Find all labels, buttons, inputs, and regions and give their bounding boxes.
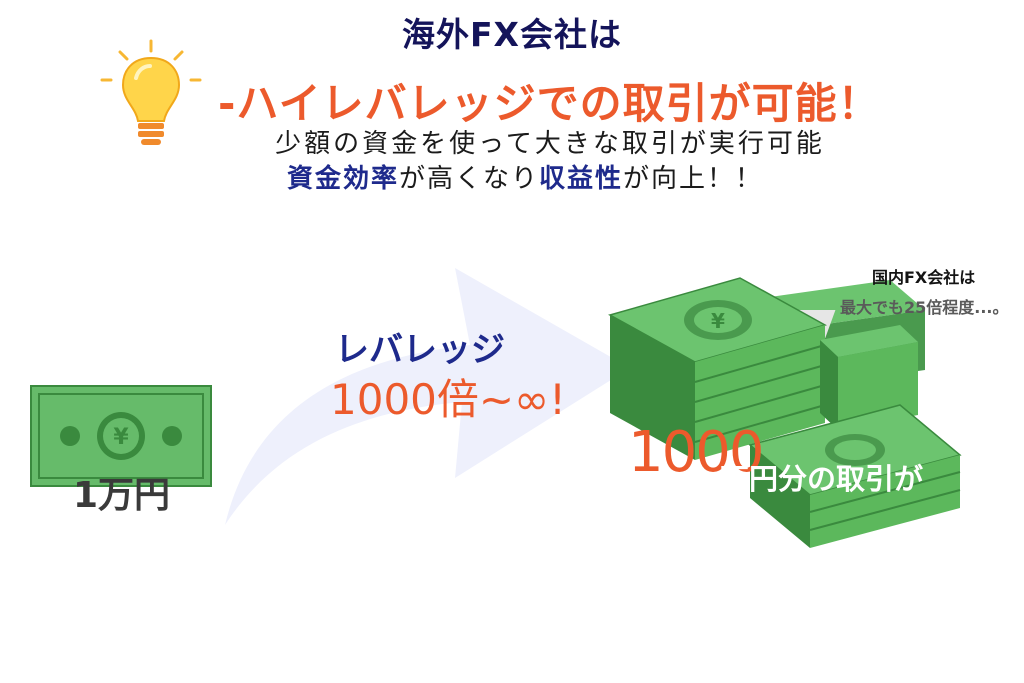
result-text: 万円分の取引が [720, 462, 924, 496]
leverage-value: 1000倍~∞! [330, 375, 566, 424]
leverage-label: レバレッジ [335, 330, 505, 370]
subtitle-text: が高くなり [398, 164, 539, 194]
domestic-note-line-2: 最大でも25倍程度...。 [840, 298, 1009, 317]
yen-symbol: ¥ [113, 425, 129, 450]
money-stack-main: ¥ [608, 277, 827, 460]
page-title: 海外FX会社は [402, 15, 622, 54]
subtitle-text: が向上！！ [623, 164, 764, 194]
domestic-note-line-1: 国内FX会社は [872, 268, 976, 287]
yen-banknote-icon: ¥ [30, 385, 212, 487]
subtitle-line-1: 少額の資金を使って大きな取引が実行可能 [275, 129, 825, 159]
money-stack-icon: ¥ [608, 277, 962, 548]
highlight-profitability: 収益性 [539, 164, 624, 194]
lightbulb-icon [100, 39, 202, 145]
highlight-fund-efficiency: 資金効率 [286, 164, 399, 194]
money-stack-front [748, 404, 962, 548]
headline: -ハイレバレッジでの取引が可能！ [218, 79, 881, 128]
subtitle-line-2: 資金効率が高くなり収益性が向上！！ [0, 158, 1024, 195]
svg-text:¥: ¥ [711, 309, 725, 333]
result-number: 1000 [628, 420, 765, 485]
bill-amount: 1万円 [73, 475, 171, 516]
